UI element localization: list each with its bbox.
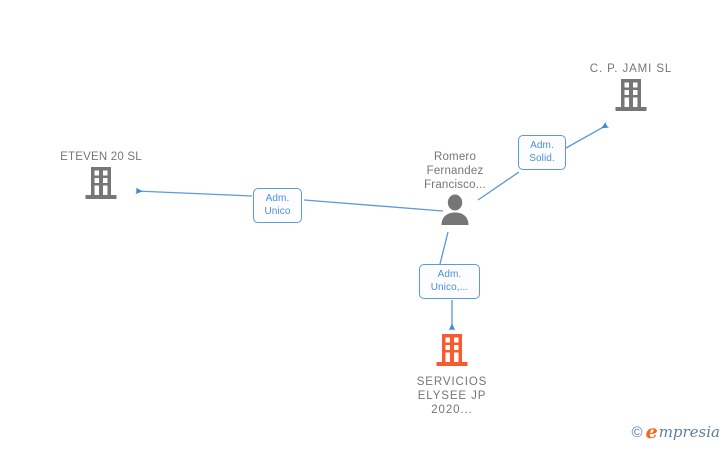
copyright-icon: © [631,424,643,441]
company-building-icon[interactable] [436,333,468,372]
graph-node-c-p-jami-sl[interactable]: C. P. JAMI SL [566,62,696,117]
edge-label-adm-solid-jami[interactable]: Adm. Solid. [518,135,566,170]
graph-node-eteven-20-sl[interactable]: ETEVEN 20 SL [36,150,166,205]
node-label-servicios-elysee-jp-2020: SERVICIOS ELYSEE JP 2020... [416,376,488,416]
graph-node-person-romero-fernandez-francisco[interactable]: Romero Fernandez Francisco... [390,150,520,230]
edge-label-adm-unico-servicios[interactable]: Adm. Unico,... [419,264,480,299]
person-icon[interactable] [440,194,470,230]
company-building-icon[interactable] [85,166,117,205]
node-label-person: Romero Fernandez Francisco... [424,151,486,191]
company-building-icon[interactable] [615,78,647,117]
node-label-eteven-20-sl: ETEVEN 20 SL [60,151,142,163]
brand-initial: e [645,421,658,443]
brand-name: mpresia [658,423,720,441]
edge-label-adm-unico-eteven[interactable]: Adm. Unico [253,188,302,223]
empresia-watermark: © e mpresia [632,423,720,442]
graph-node-servicios-elysee-jp-2020[interactable]: SERVICIOS ELYSEE JP 2020... [387,333,517,417]
node-label-c-p-jami-sl: C. P. JAMI SL [589,63,673,75]
